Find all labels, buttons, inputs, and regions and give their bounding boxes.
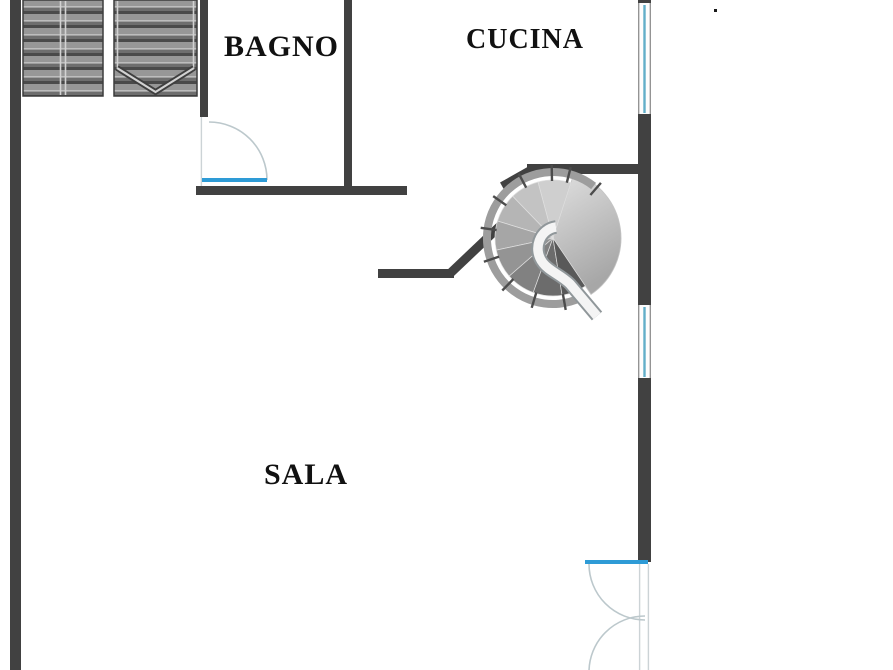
stairs-upper-flight-left [22,0,104,97]
room-label-bagno: BAGNO [224,30,340,63]
stairs-right-treads [113,0,198,97]
wall-spiral-north [527,164,651,174]
room-label-cucina: CUCINA [466,24,584,55]
spiral-ring-ticks [480,164,602,311]
stairs-upper-flight-right [113,0,198,97]
room-label-sala: SALA [264,458,349,491]
spiral-center-rail [533,222,601,320]
wall-east-top-cap [638,0,651,4]
door-terrace-double [585,560,650,670]
wall-diagonal-lower [446,222,504,277]
wall-corridor-south [196,186,407,195]
door-arc-terrace-upper [588,563,646,621]
stairs-direction-arrow [116,67,195,94]
spiral-staircase [480,164,622,321]
wall-east-mid [638,114,651,306]
spiral-ring [482,168,597,308]
wall-west-exterior [10,0,21,670]
wall-east-lower [638,378,651,562]
wall-bagno-cucina [344,0,352,195]
door-arc-terrace-lower [588,615,646,670]
wall-passage-south [378,269,454,278]
artifact-dot [714,9,717,12]
window-east-middle [638,305,651,379]
wall-east [638,0,651,562]
stairs-left-treads [22,0,104,97]
door-terrace-leaf-upper [585,560,648,564]
door-threshold-bagno [202,178,267,182]
wall-bagno-west [200,0,208,117]
window-east-upper [638,3,651,115]
door-arc-bagno [208,121,268,181]
